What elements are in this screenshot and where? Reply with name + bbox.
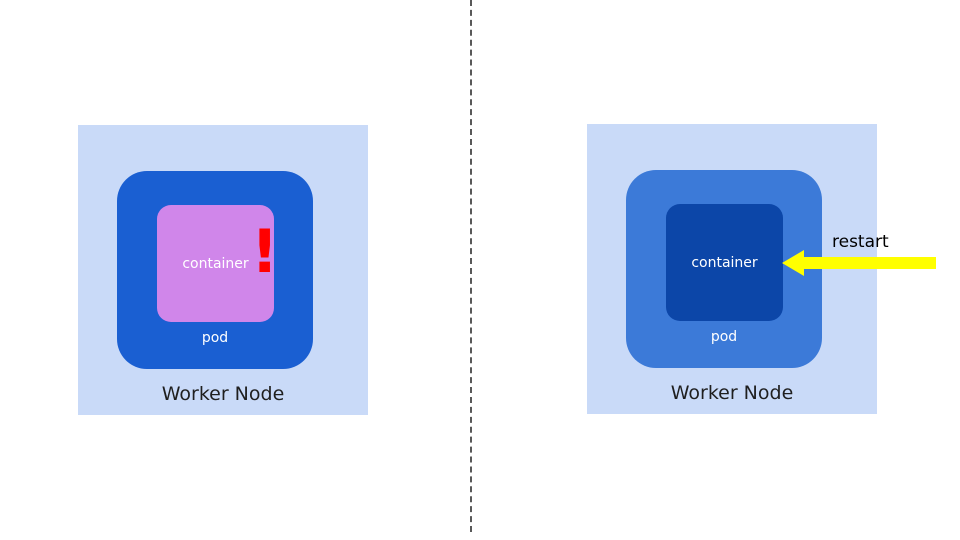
restart-arrow-icon [782, 250, 936, 276]
dashed-divider [470, 0, 472, 532]
worker-node-label-left: Worker Node [161, 383, 285, 405]
container-left-failing: container ! [157, 205, 278, 322]
worker-node-label-right: Worker Node [670, 382, 794, 404]
worker-node-left: container ! pod Worker Node [78, 125, 368, 415]
restart-label: restart [832, 232, 889, 252]
pod-label-right: pod [710, 329, 738, 345]
pod-left: container ! pod [117, 171, 313, 369]
container-label-left: container [182, 256, 249, 272]
container-label-right: container [691, 255, 758, 271]
pod-label-left: pod [201, 330, 229, 346]
alert-exclamation-icon: ! [251, 217, 279, 287]
pod-right: container pod [626, 170, 822, 368]
container-right-restarted: container [666, 204, 783, 321]
